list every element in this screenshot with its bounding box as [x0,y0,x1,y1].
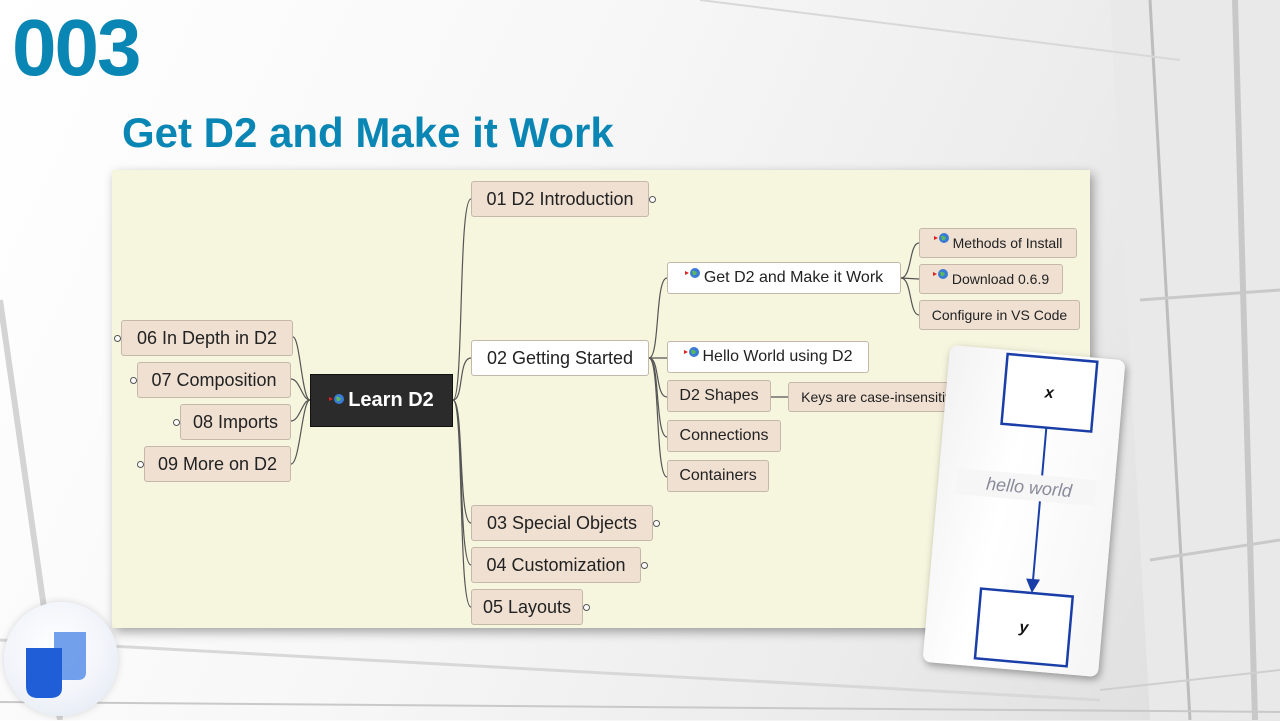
topic-label: Download 0.6.9 [951,271,1050,287]
topic-label: Configure in VS Code [931,307,1068,323]
link-flag-globe-icon [683,346,700,360]
collapse-toggle[interactable] [653,520,660,527]
connector-group [290,198,920,608]
link-flag-globe-icon [932,268,949,282]
topic-label: Hello World using D2 [702,348,853,365]
collapse-toggle[interactable] [137,461,144,468]
branch-label: 05 Layouts [482,596,572,617]
note-keys-case[interactable]: Keys are case-insensitive [788,382,973,412]
topic-download[interactable]: Download 0.6.9 [919,264,1063,294]
link-flag-globe-icon [329,390,345,404]
mind-map-root-node[interactable]: Learn D2 [310,374,453,427]
example-node-y-label: y [1018,619,1030,637]
d2-example-diagram: x hello world y [955,352,1099,668]
topic-get-d2[interactable]: Get D2 and Make it Work [667,262,901,294]
d2-example-card: x hello world y [922,344,1126,678]
branch-in-depth[interactable]: 06 In Depth in D2 [121,320,293,356]
topic-containers[interactable]: Containers [667,460,769,492]
branch-label: 01 D2 Introduction [486,188,634,209]
topic-configure-vscode[interactable]: Configure in VS Code [919,300,1080,330]
branch-label: 09 More on D2 [157,453,278,474]
topic-d2-shapes[interactable]: D2 Shapes [667,380,771,412]
d2-logo-icon [4,602,118,716]
branch-label: 03 Special Objects [486,512,638,533]
mind-map-canvas: Learn D2 01 D2 Introduction 02 Getting S… [112,170,1090,628]
collapse-toggle[interactable] [649,196,656,203]
branch-getting-started[interactable]: 02 Getting Started [471,340,649,376]
topic-label: Methods of Install [952,235,1063,251]
branch-special-objects[interactable]: 03 Special Objects [471,505,653,541]
collapse-toggle[interactable] [130,377,137,384]
branch-label: 06 In Depth in D2 [136,327,278,348]
collapse-toggle[interactable] [114,335,121,342]
example-node-y [973,587,1075,668]
link-flag-globe-icon [933,232,950,246]
topic-label: Get D2 and Make it Work [703,269,884,286]
topic-label: D2 Shapes [679,387,759,404]
collapse-toggle[interactable] [173,419,180,426]
branch-imports[interactable]: 08 Imports [180,404,291,440]
branch-label: 04 Customization [486,554,626,575]
topic-connections[interactable]: Connections [667,420,781,452]
topic-label: Connections [679,427,769,444]
branch-layouts[interactable]: 05 Layouts [471,589,583,625]
branch-more-on-d2[interactable]: 09 More on D2 [144,446,291,482]
branch-composition[interactable]: 07 Composition [137,362,291,398]
topic-methods-of-install[interactable]: Methods of Install [919,228,1077,258]
link-flag-globe-icon [684,267,701,281]
collapse-toggle[interactable] [641,562,648,569]
note-label: Keys are case-insensitive [801,389,960,405]
root-label: Learn D2 [348,389,434,411]
collapse-toggle[interactable] [583,604,590,611]
topic-hello-world[interactable]: Hello World using D2 [667,341,869,373]
branch-label: 08 Imports [192,411,279,432]
mind-map-connectors [290,198,920,608]
topic-label: Containers [679,467,757,484]
branch-label: 02 Getting Started [486,347,634,368]
slide-title: Get D2 and Make it Work [122,109,614,156]
branch-d2-introduction[interactable]: 01 D2 Introduction [471,181,649,217]
branch-label: 07 Composition [151,369,277,390]
example-node-x-label: x [1043,384,1055,402]
branch-customization[interactable]: 04 Customization [471,547,641,583]
slide-number: 003 [12,3,141,92]
